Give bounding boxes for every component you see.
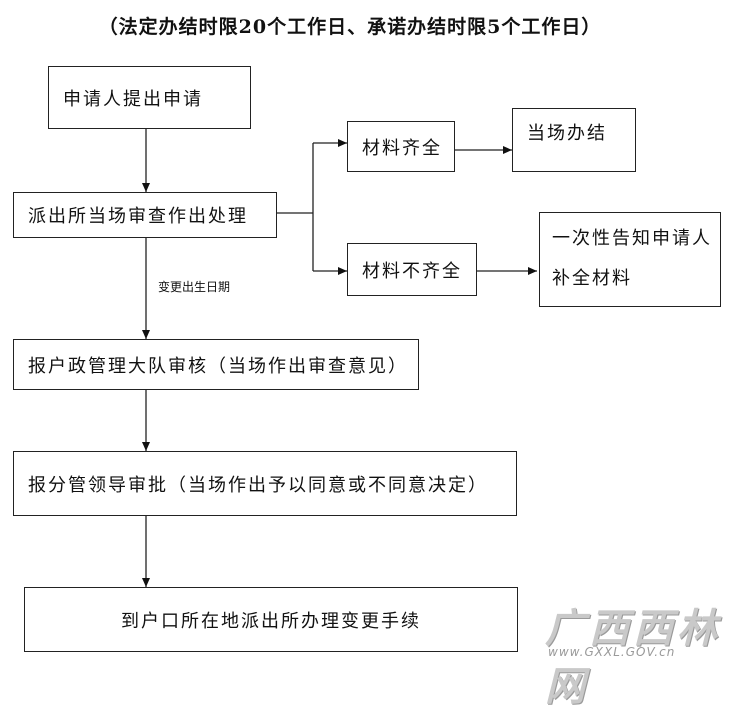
step-handle-on-site-label: 当场办结	[527, 123, 607, 144]
step-apply: 申请人提出申请	[48, 66, 251, 129]
step-leader-approval-label: 报分管领导审批（当场作出予以同意或不同意决定）	[28, 474, 488, 496]
branch-note: 变更出生日期	[158, 280, 231, 294]
page-title: （法定办结时限20个工作日、承诺办结时限5个工作日）	[98, 16, 602, 38]
step-station-review: 派出所当场审查作出处理	[13, 192, 277, 238]
step-apply-label: 申请人提出申请	[63, 88, 203, 110]
step-brigade-review-label: 报户政管理大队审核（当场作出审查意见）	[28, 355, 408, 377]
step-complete-label: 材料齐全	[362, 137, 442, 159]
step-notify-supplement-label: 一次性告知申请人补全材料	[552, 228, 712, 289]
step-final-procedure: 到户口所在地派出所办理变更手续	[24, 587, 518, 652]
step-incomplete: 材料不齐全	[347, 243, 477, 296]
step-leader-approval: 报分管领导审批（当场作出予以同意或不同意决定）	[13, 451, 517, 516]
step-handle-on-site: 当场办结	[512, 108, 636, 172]
step-station-review-label: 派出所当场审查作出处理	[28, 206, 248, 227]
step-complete: 材料齐全	[347, 121, 455, 172]
step-incomplete-label: 材料不齐全	[362, 260, 462, 282]
watermark-url: www.GXXL.GOV.cn	[548, 645, 676, 659]
step-brigade-review: 报户政管理大队审核（当场作出审查意见）	[13, 339, 419, 390]
step-notify-supplement: 一次性告知申请人补全材料	[539, 212, 721, 307]
step-final-procedure-label: 到户口所在地派出所办理变更手续	[121, 610, 421, 632]
flow-connectors	[142, 129, 537, 587]
